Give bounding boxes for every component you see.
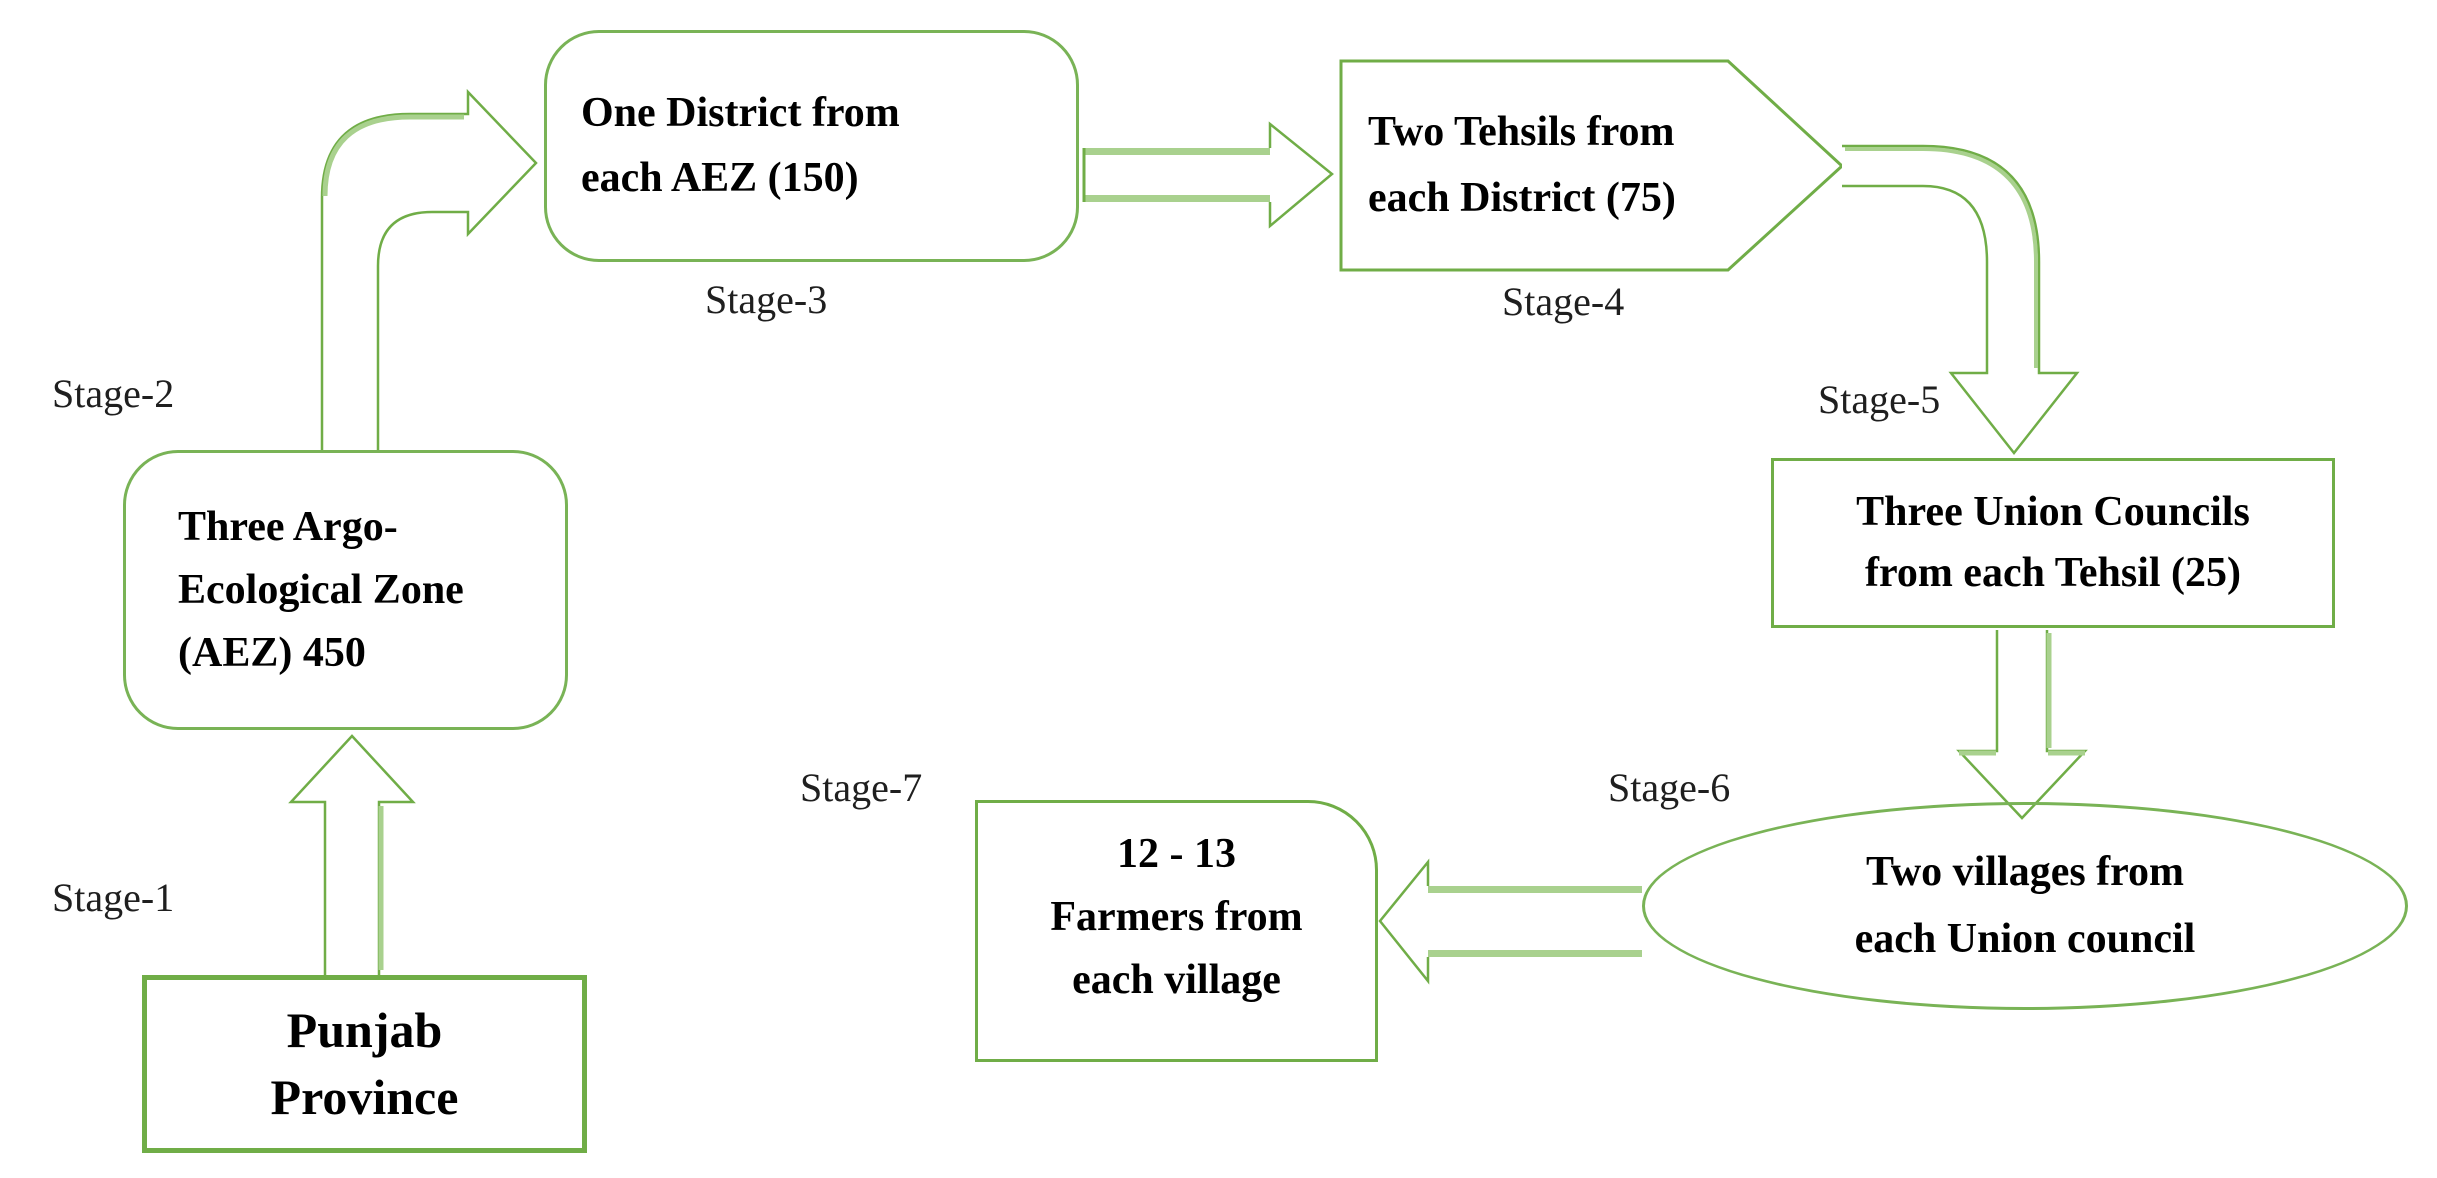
arrow-union-to-village [1956,630,2088,820]
tehsil-node-shape [1339,59,1845,272]
arrow-tehsil-to-union [1842,144,2080,456]
arrow-village-to-farmer [1378,858,1642,985]
stage-6-label: Stage-6 [1608,765,1731,810]
arrow-punjab-to-aez [288,734,416,975]
stage-1-label: Stage-1 [52,875,175,920]
arrow-district-to-tehsil [1082,121,1334,229]
arrow-aez-to-district [320,88,538,450]
stage-2-label: Stage-2 [52,371,175,416]
stage-7-label: Stage-7 [800,765,923,810]
farmer-node: 12 - 13 Farmers from each village [975,800,1378,1062]
tehsil-node: Two Tehsils from each District (75) [1368,109,1676,221]
aez-node: Three Argo- Ecological Zone (AEZ) 450 [123,450,568,730]
district-node: One District from each AEZ (150) [544,30,1079,262]
stage-3-label: Stage-3 [705,277,828,322]
stage-4-label: Stage-4 [1502,279,1625,324]
union-council-node: Three Union Councils from each Tehsil (2… [1771,458,2335,628]
village-node: Two villages from each Union council [1642,802,2408,1010]
punjab-province-node: Punjab Province [142,975,587,1153]
stage-5-label: Stage-5 [1818,377,1941,422]
